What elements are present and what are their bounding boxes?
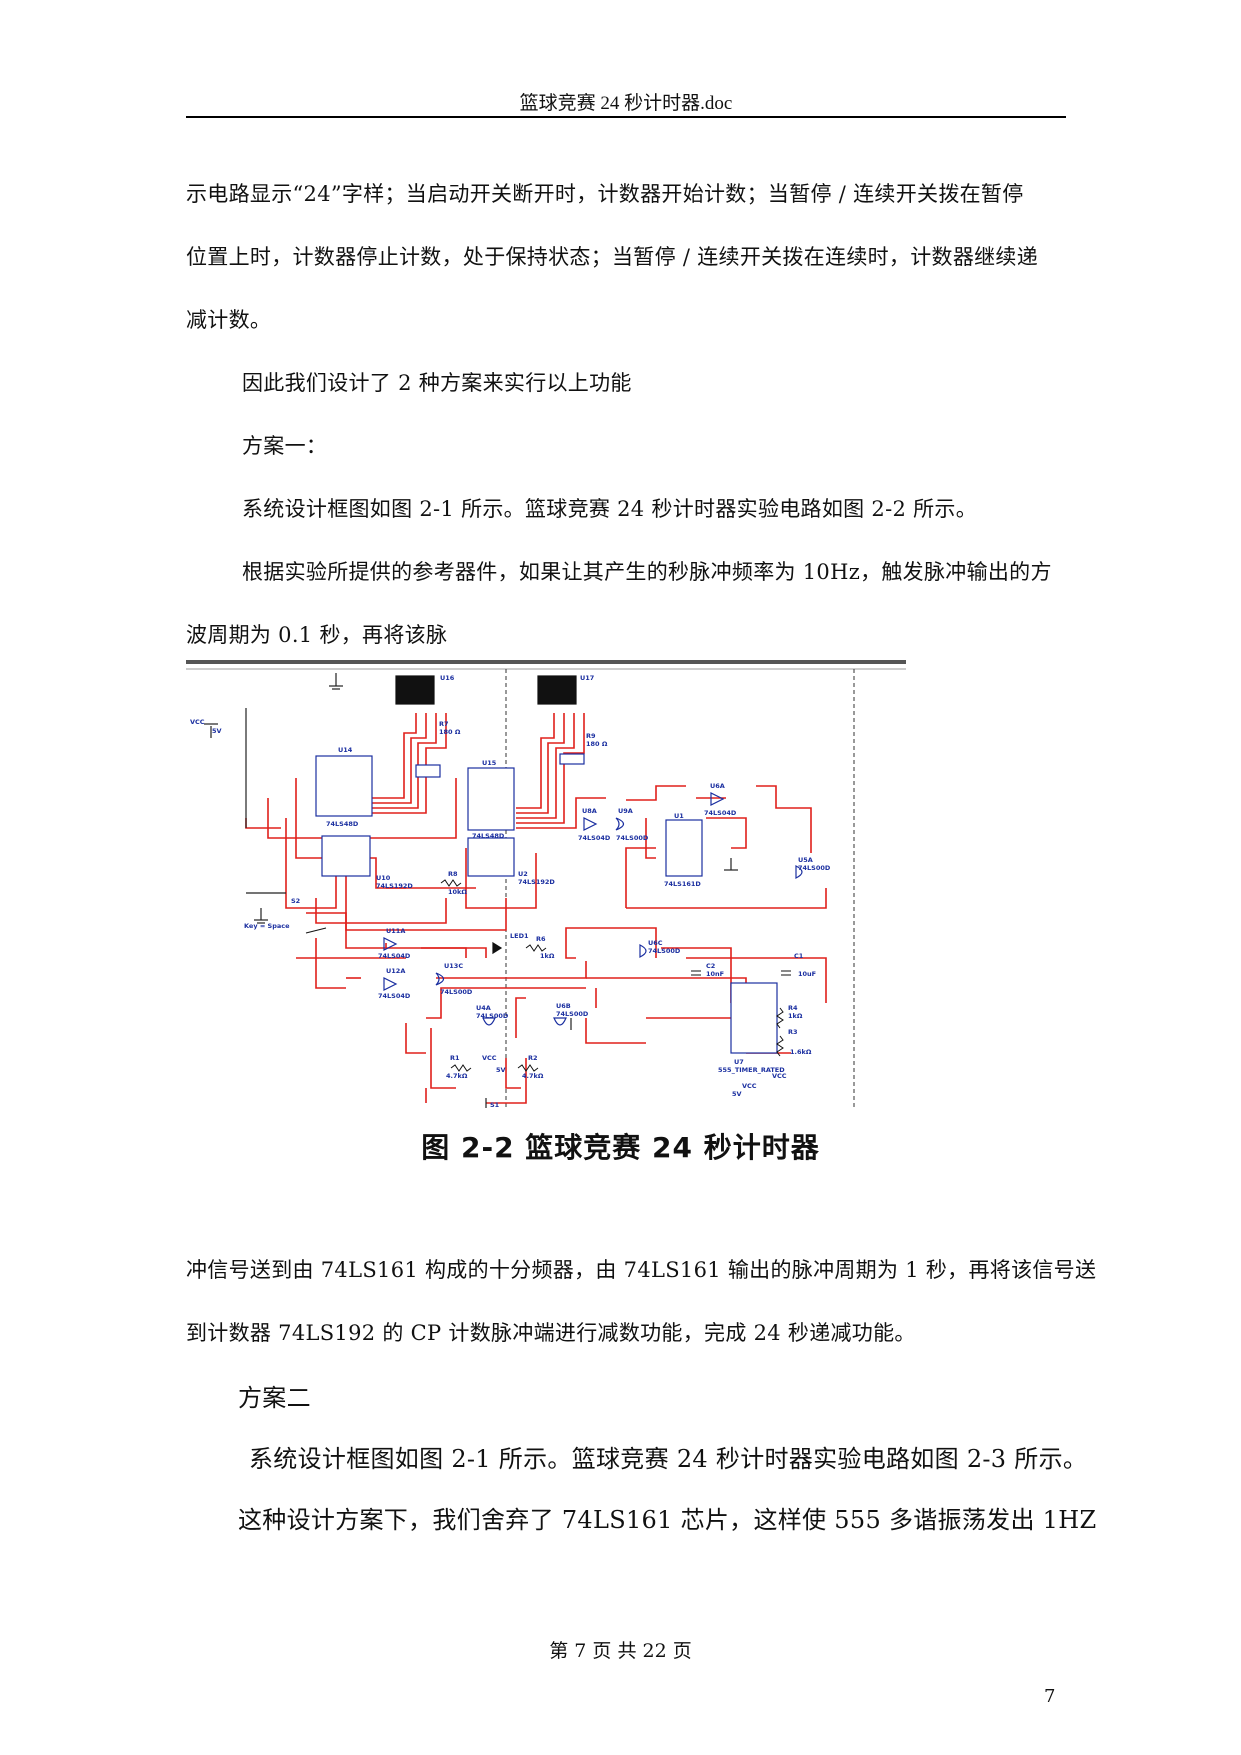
label-r2: R2 bbox=[528, 1054, 538, 1062]
label-led1: LED1 bbox=[510, 932, 529, 940]
label-vcc-555-bottom: VCC bbox=[742, 1082, 757, 1090]
page-number: 7 bbox=[1044, 1686, 1056, 1707]
label-r1: R1 bbox=[450, 1054, 460, 1062]
label-u17: U17 bbox=[580, 674, 594, 682]
label-5v-555: 5V bbox=[732, 1090, 742, 1098]
label-u2: U2 bbox=[518, 870, 528, 878]
label-key-space: Key = Space bbox=[244, 922, 290, 930]
label-u2-type: 74LS192D bbox=[518, 878, 555, 886]
page-footer: 第 7 页 共 22 页 bbox=[549, 1640, 692, 1662]
label-r9-value: 180 Ω bbox=[586, 740, 608, 748]
header-rule bbox=[186, 116, 1066, 118]
paragraph-5: 方案一： bbox=[242, 434, 328, 458]
label-r7-value: 180 Ω bbox=[439, 728, 461, 736]
label-u13c-type: 74LS00D bbox=[440, 988, 473, 996]
label-r8-value: 10kΩ bbox=[448, 888, 467, 896]
label-u7: U7 bbox=[734, 1058, 744, 1066]
schematic-chips bbox=[315, 675, 778, 1054]
label-u4a-type: 74LS00D bbox=[476, 1012, 509, 1020]
label-u12a-type: 74LS04D bbox=[378, 992, 411, 1000]
label-u10: U10 bbox=[376, 874, 391, 882]
paragraph-1: 示电路显示“24”字样；当启动开关断开时，计数器开始计数；当暂停 / 连续开关拨… bbox=[186, 182, 1024, 206]
label-c2: C2 bbox=[706, 962, 715, 970]
paragraph-7: 根据实验所提供的参考器件，如果让其产生的秒脉冲频率为 10Hz，触发脉冲输出的方 bbox=[242, 560, 1052, 584]
paragraph-13: 这种设计方案下，我们舍弃了 74LS161 芯片，这样使 555 多谐振荡发出 … bbox=[238, 1506, 1097, 1534]
label-r2-value: 4.7kΩ bbox=[522, 1072, 544, 1080]
page-header: 篮球竞赛 24 秒计时器.doc bbox=[519, 93, 733, 114]
label-c1-value: 10uF bbox=[798, 970, 816, 978]
paragraph-10: 到计数器 74LS192 的 CP 计数脉冲端进行减数功能，完成 24 秒递减功… bbox=[186, 1321, 916, 1345]
label-r3-value: 1.6kΩ bbox=[790, 1048, 812, 1056]
label-u4a: U4A bbox=[476, 1004, 491, 1012]
label-u16: U16 bbox=[440, 674, 455, 682]
label-u13c: U13C bbox=[444, 962, 463, 970]
paragraph-8: 波周期为 0.1 秒，再将该脉 bbox=[186, 623, 448, 647]
label-vcc-left: VCC bbox=[190, 718, 205, 726]
label-r7: R7 bbox=[439, 720, 449, 728]
schematic-labels: U16 U17 VCC 5V R7 180 Ω R9 180 Ω U14 74L… bbox=[190, 674, 831, 1108]
label-u5a-type: 74LS00D bbox=[798, 864, 831, 872]
label-u6a: U6A bbox=[710, 782, 725, 790]
label-u11a-type: 74LS04D bbox=[378, 952, 411, 960]
label-u6a-type: 74LS04D bbox=[704, 809, 737, 817]
paragraph-3: 减计数。 bbox=[186, 308, 272, 332]
label-u6c: U6C bbox=[648, 939, 663, 947]
label-u6c-type: 74LS00D bbox=[648, 947, 681, 955]
label-vcc-555: VCC bbox=[772, 1072, 787, 1080]
label-u12a: U12A bbox=[386, 967, 405, 975]
paragraph-11: 方案二 bbox=[238, 1384, 311, 1412]
label-u5a: U5A bbox=[798, 856, 813, 864]
label-s1: S1 bbox=[490, 1101, 500, 1108]
label-s2: S2 bbox=[291, 897, 300, 905]
schematic-passives bbox=[305, 879, 791, 1072]
label-r9: R9 bbox=[586, 732, 596, 740]
label-c1: C1 bbox=[794, 952, 804, 960]
label-u6b-type: 74LS00D bbox=[556, 1010, 589, 1018]
figure-caption: 图 2-2 篮球竞赛 24 秒计时器 bbox=[421, 1131, 820, 1164]
label-u11a: U11A bbox=[386, 927, 405, 935]
label-u15: U15 bbox=[482, 759, 497, 767]
schematic-ground-wires bbox=[204, 673, 738, 1108]
circuit-schematic-figure: U16 U17 VCC 5V R7 180 Ω R9 180 Ω U14 74L… bbox=[186, 658, 906, 1108]
label-u9a: U9A bbox=[618, 807, 633, 815]
label-vcc-bottom: VCC bbox=[482, 1054, 497, 1062]
paragraph-4: 因此我们设计了 2 种方案来实行以上功能 bbox=[242, 371, 632, 395]
label-r4: R4 bbox=[788, 1004, 798, 1012]
label-r6: R6 bbox=[536, 935, 546, 943]
label-r1-value: 4.7kΩ bbox=[446, 1072, 468, 1080]
label-u7-type: 555_TIMER_RATED bbox=[718, 1066, 785, 1074]
paragraph-12: 系统设计框图如图 2-1 所示。篮球竞赛 24 秒计时器实验电路如图 2-3 所… bbox=[249, 1445, 1088, 1473]
label-u10-type: 74LS192D bbox=[376, 882, 413, 890]
label-5v-bottom: 5V bbox=[496, 1066, 506, 1074]
label-r3: R3 bbox=[788, 1028, 798, 1036]
label-u1: U1 bbox=[674, 812, 684, 820]
label-c2-value: 10nF bbox=[706, 970, 724, 978]
paragraph-6: 系统设计框图如图 2-1 所示。篮球竞赛 24 秒计时器实验电路如图 2-2 所… bbox=[242, 497, 978, 521]
label-u8a: U8A bbox=[582, 807, 597, 815]
label-u6b: U6B bbox=[556, 1002, 571, 1010]
label-r4-value: 1kΩ bbox=[788, 1012, 803, 1020]
label-r8: R8 bbox=[448, 870, 458, 878]
schematic-gates bbox=[383, 792, 803, 1026]
circuit-schematic: U16 U17 VCC 5V R7 180 Ω R9 180 Ω U14 74L… bbox=[186, 660, 906, 1108]
label-5v-left: 5V bbox=[212, 727, 222, 735]
label-u14: U14 bbox=[338, 746, 353, 754]
label-u8a-type: 74LS04D bbox=[578, 834, 611, 842]
paragraph-9: 冲信号送到由 74LS161 构成的十分频器，由 74LS161 输出的脉冲周期… bbox=[186, 1258, 1097, 1282]
label-u9a-type: 74LS00D bbox=[616, 834, 649, 842]
label-u15-type: 74LS48D bbox=[472, 832, 505, 840]
label-r6-value: 1kΩ bbox=[540, 952, 555, 960]
label-u14-type: 74LS48D bbox=[326, 820, 359, 828]
paragraph-2: 位置上时，计数器停止计数，处于保持状态；当暂停 / 连续开关拨在连续时，计数器继… bbox=[186, 245, 1039, 269]
schematic-frame bbox=[186, 660, 906, 1108]
label-u1-type: 74LS161D bbox=[664, 880, 701, 888]
